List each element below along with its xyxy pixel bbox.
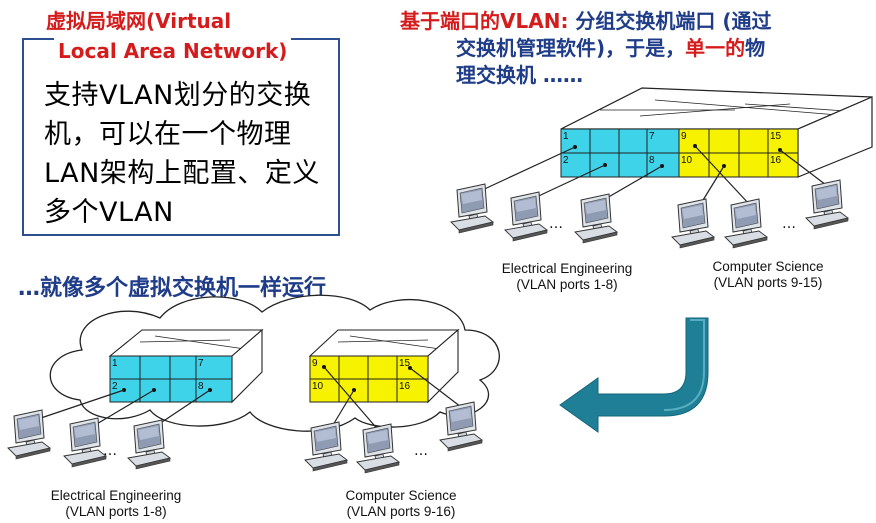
cs-virtual-name: Computer Science — [345, 488, 457, 503]
port-label-16: 16 — [770, 155, 782, 166]
cs-group-label: Computer Science (VLAN ports 9-15) — [693, 259, 843, 291]
ee-virtual-label: Electrical Engineering (VLAN ports 1-8) — [36, 488, 196, 520]
port-label-7: 7 — [649, 131, 655, 142]
physical-switch: 1 2 7 8 9 10 15 16 — [477, 87, 873, 206]
ellipsis: … — [414, 443, 428, 459]
cs-group-ports: (VLAN ports 9-15) — [713, 275, 823, 290]
ee-virtual-name: Electrical Engineering — [50, 488, 182, 503]
computer-icon — [805, 179, 849, 230]
port-vlan-desc2-red: 单一的 — [685, 36, 746, 60]
arrow-icon — [559, 317, 709, 433]
port-label-7: 7 — [198, 358, 204, 369]
computer-icon — [574, 193, 618, 244]
computer-icon — [127, 419, 171, 470]
port-label-10: 10 — [312, 381, 324, 392]
vlan-title-line2: Local Area Network) — [54, 38, 292, 64]
port-label-16: 16 — [399, 381, 411, 392]
port-label-9: 9 — [681, 131, 687, 142]
computer-icon — [671, 198, 715, 249]
ee-group-name: Electrical Engineering — [501, 261, 633, 276]
virtual-switch-cs: 9 10 15 16 — [308, 328, 466, 433]
computer-icon — [304, 421, 348, 472]
ellipsis: … — [782, 216, 796, 232]
ellipsis: … — [549, 216, 563, 232]
port-label-15: 15 — [770, 131, 782, 142]
cs-virtual-label: Computer Science (VLAN ports 9-16) — [326, 488, 476, 520]
port-label-2: 2 — [112, 381, 118, 392]
ee-virtual-ports: (VLAN ports 1-8) — [65, 504, 167, 519]
port-vlan-desc3: 理交换机 …… — [456, 63, 583, 87]
port-label-9: 9 — [312, 358, 318, 369]
port-label-8: 8 — [198, 381, 204, 392]
port-vlan-heading: 基于端口的VLAN: — [400, 9, 569, 33]
vlan-definition-text: 支持VLAN划分的交换机，可以在一个物理LAN架构上配置、定义多个VLAN — [44, 80, 320, 228]
ee-group-ports: (VLAN ports 1-8) — [516, 277, 618, 292]
ee-group-label: Electrical Engineering (VLAN ports 1-8) — [487, 261, 647, 293]
computer-icon — [63, 417, 107, 468]
computer-icon — [450, 183, 494, 234]
computer-icon — [504, 191, 548, 242]
computer-icon — [724, 198, 768, 249]
port-vlan-desc1: 分组交换机端口 (通过 — [568, 9, 772, 33]
port-label-10: 10 — [681, 155, 693, 166]
port-label-2: 2 — [563, 155, 569, 166]
vlan-title-line1: 虚拟局域网(Virtual — [42, 8, 236, 34]
virtual-switch-caption: …就像多个虚拟交换机一样运行 — [18, 276, 327, 301]
port-label-1: 1 — [563, 131, 569, 142]
cs-group-name: Computer Science — [712, 259, 824, 274]
port-vlan-desc2: 交换机管理软件)，于是， — [456, 36, 686, 60]
port-label-15: 15 — [399, 358, 411, 369]
port-based-vlan-text: 基于端口的VLAN: 分组交换机端口 (通过 交换机管理软件)，于是，单一的物 … — [400, 8, 860, 89]
computer-icon — [356, 423, 400, 474]
ellipsis: … — [103, 443, 117, 459]
cs-virtual-ports: (VLAN ports 9-16) — [346, 504, 456, 519]
virtual-switch-ee: 1 2 7 8 — [34, 328, 264, 431]
port-label-8: 8 — [649, 155, 655, 166]
port-vlan-desc2-end: 物 — [745, 36, 766, 60]
port-label-1: 1 — [112, 358, 118, 369]
